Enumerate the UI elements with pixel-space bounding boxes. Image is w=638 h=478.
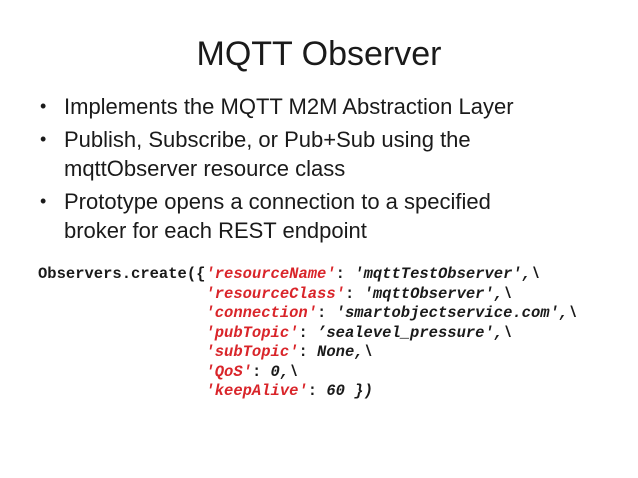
bullet-icon: • (40, 96, 47, 116)
code-key: 'pubTopic' (205, 323, 299, 342)
code-value: 'mqttTestObserver' (354, 265, 522, 283)
code-line-continuation: ,\ (493, 284, 513, 303)
code-separator: : (335, 265, 355, 283)
code-line: 'resourceClass': 'mqttObserver',\ (38, 285, 638, 305)
code-separator: : (317, 304, 336, 322)
bullet-line: Implements the MQTT M2M Abstraction Laye… (64, 94, 514, 119)
code-line-continuation: ,\ (521, 265, 541, 283)
code-key: 'resourceName' (205, 265, 336, 283)
bullet-line: Prototype opens a connection to a specif… (64, 189, 491, 214)
code-separator: : (298, 343, 318, 361)
code-key: 'subTopic' (205, 343, 299, 361)
code-line-continuation: ,\ (279, 362, 299, 381)
code-line: 'QoS': 0,\ (38, 363, 638, 383)
code-line-continuation: ,\ (493, 323, 513, 342)
code-line-continuation: ,\ (354, 343, 373, 361)
code-line: Observers.create({'resourceName': 'mqttT… (38, 265, 638, 285)
code-call: Observers.create({ (38, 265, 206, 283)
list-item: • Prototype opens a connection to a spec… (40, 187, 618, 245)
bullet-text: Publish, Subscribe, or Pub+Sub using the… (64, 125, 471, 183)
bullet-line: Publish, Subscribe, or Pub+Sub using the (64, 127, 471, 152)
bullet-icon: • (40, 129, 47, 149)
code-value: None (317, 343, 355, 361)
code-key: 'keepAlive' (205, 382, 308, 400)
bullet-line: broker for each REST endpoint (64, 218, 367, 243)
code-separator: : (307, 382, 327, 400)
code-value: 0 (270, 362, 280, 381)
bullet-line: mqttObserver resource class (64, 156, 346, 181)
code-separator: : (251, 362, 271, 381)
code-line-continuation: ,\ (558, 304, 578, 322)
code-separator: : (344, 284, 364, 303)
code-block: Observers.create({'resourceName': 'mqttT… (38, 265, 638, 402)
code-value: 'smartobjectservice.com' (335, 304, 559, 322)
code-key: 'connection' (205, 304, 318, 322)
code-line: 'subTopic': None,\ (38, 343, 638, 363)
code-value: 60 }) (326, 382, 373, 400)
list-item: • Implements the MQTT M2M Abstraction La… (40, 92, 618, 121)
code-key: 'QoS' (205, 362, 252, 381)
bullet-text: Implements the MQTT M2M Abstraction Laye… (64, 92, 514, 121)
code-line: 'pubTopic': ’sealevel_pressure',\ (38, 324, 638, 344)
bullet-icon: • (40, 191, 47, 211)
code-value: ’sealevel_pressure' (317, 323, 494, 342)
code-value: 'mqttObserver' (363, 284, 494, 303)
code-line: 'connection': 'smartobjectservice.com',\ (38, 304, 638, 324)
code-line: 'keepAlive': 60 }) (38, 382, 638, 402)
list-item: • Publish, Subscribe, or Pub+Sub using t… (40, 125, 618, 183)
bullet-list: • Implements the MQTT M2M Abstraction La… (40, 92, 618, 245)
code-key: 'resourceClass' (205, 284, 345, 303)
bullet-text: Prototype opens a connection to a specif… (64, 187, 491, 245)
code-separator: : (298, 323, 318, 342)
slide-title: MQTT Observer (196, 35, 442, 73)
